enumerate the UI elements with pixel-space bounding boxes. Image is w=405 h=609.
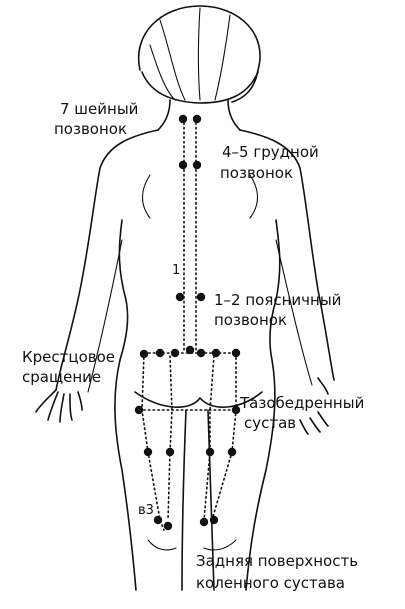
label-lumbar-line1: 1–2 поясничный: [214, 291, 342, 309]
point-thigh-right-inner: [205, 447, 215, 457]
acupoints: [134, 114, 241, 531]
left-leg-line-inner: [167, 355, 173, 521]
head-outline: [137, 5, 261, 103]
right-hand: [299, 377, 329, 435]
label-sacral-line2: сращение: [22, 368, 102, 386]
point-cervical-right: [192, 114, 202, 124]
point-knee-left-outer: [153, 515, 163, 525]
point-sacral-1: [139, 349, 149, 359]
point-thigh-left-outer: [143, 447, 153, 457]
neck-left: [157, 99, 171, 131]
point-hip-right: [231, 405, 241, 415]
left-scapula: [141, 174, 151, 219]
point-sacral-5: [196, 348, 206, 358]
point-thoracic-right: [192, 160, 202, 170]
label-marker-one: 1: [172, 263, 181, 278]
point-lumbar-left: [175, 292, 185, 302]
left-hip: [114, 359, 137, 591]
point-sacral-2: [155, 348, 165, 358]
left-waist: [118, 219, 129, 361]
point-knee-right-outer: [209, 515, 219, 525]
point-knee-left-inner: [163, 521, 173, 531]
point-sacral-3: [170, 348, 180, 358]
label-lumbar-line2: позвонок: [214, 311, 288, 329]
label-marker-v3: в3: [138, 503, 154, 518]
label-cervical-line1: 7 шейный: [60, 100, 139, 118]
label-sacral-line1: Крестцовое: [22, 348, 116, 366]
left-knee-crease: [147, 539, 177, 551]
label-thoracic-line2: позвонок: [220, 164, 294, 182]
point-hip-left: [134, 405, 144, 415]
right-shoulder: [239, 129, 335, 381]
left-hand: [35, 389, 83, 423]
point-sacral-6: [211, 348, 221, 358]
label-hip-line1: Тазобедренный: [240, 394, 365, 412]
point-sacral-7: [231, 348, 241, 358]
point-thigh-right-outer: [227, 447, 237, 457]
left-arm-inner: [87, 239, 123, 393]
inner-leg-right: [207, 409, 215, 591]
point-cervical-left: [178, 114, 188, 124]
hair-bottom: [141, 71, 259, 104]
label-knee-line2: коленного сустава: [196, 574, 346, 592]
label-cervical-line2: позвонок: [54, 120, 128, 138]
inner-leg-left: [181, 409, 187, 591]
label-knee-line1: Задняя поверхность: [196, 552, 359, 570]
right-scapula: [249, 174, 259, 219]
point-lumbar-right: [196, 292, 206, 302]
right-leg-line-outer: [211, 352, 237, 521]
buttocks-line: [134, 391, 263, 408]
neck-right: [227, 99, 241, 131]
left-shoulder: [55, 129, 159, 391]
right-waist: [269, 219, 281, 361]
right-knee-crease: [203, 539, 237, 551]
label-hip-line2: сустав: [244, 414, 297, 432]
point-sacral-4: [185, 345, 195, 355]
right-arm-inner: [275, 239, 313, 386]
point-thigh-left-inner: [165, 447, 175, 457]
right-hip: [245, 359, 276, 591]
hair-strands: [149, 7, 231, 101]
point-knee-right-inner: [199, 517, 209, 527]
right-leg-line-inner: [203, 355, 215, 521]
point-thoracic-left: [178, 160, 188, 170]
label-thoracic-line1: 4–5 грудной: [222, 143, 319, 161]
